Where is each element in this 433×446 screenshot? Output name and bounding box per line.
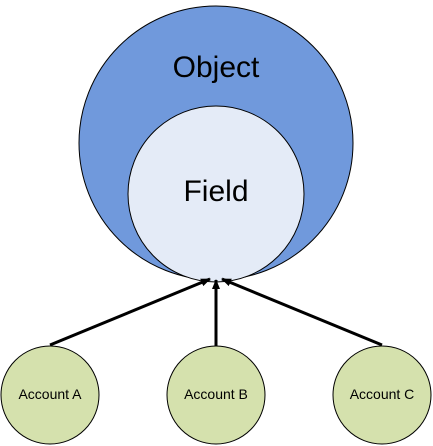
field-node: Field (127, 105, 305, 283)
account-b-label: Account B (184, 386, 248, 402)
object-label: Object (173, 51, 260, 84)
account-a-circle (0, 345, 100, 445)
arrows (49, 277, 383, 347)
account-b-circle (166, 345, 266, 445)
account-b-node: Account B (166, 345, 266, 445)
account-a-label: Account A (18, 386, 82, 402)
account-c-circle (332, 345, 432, 445)
arrow-account-c (221, 277, 383, 347)
account-c-node: Account C (332, 345, 432, 445)
account-c-label: Account C (350, 386, 415, 402)
account-a-node: Account A (0, 345, 100, 445)
field-label: Field (183, 175, 248, 208)
arrow-account-a (49, 277, 211, 347)
